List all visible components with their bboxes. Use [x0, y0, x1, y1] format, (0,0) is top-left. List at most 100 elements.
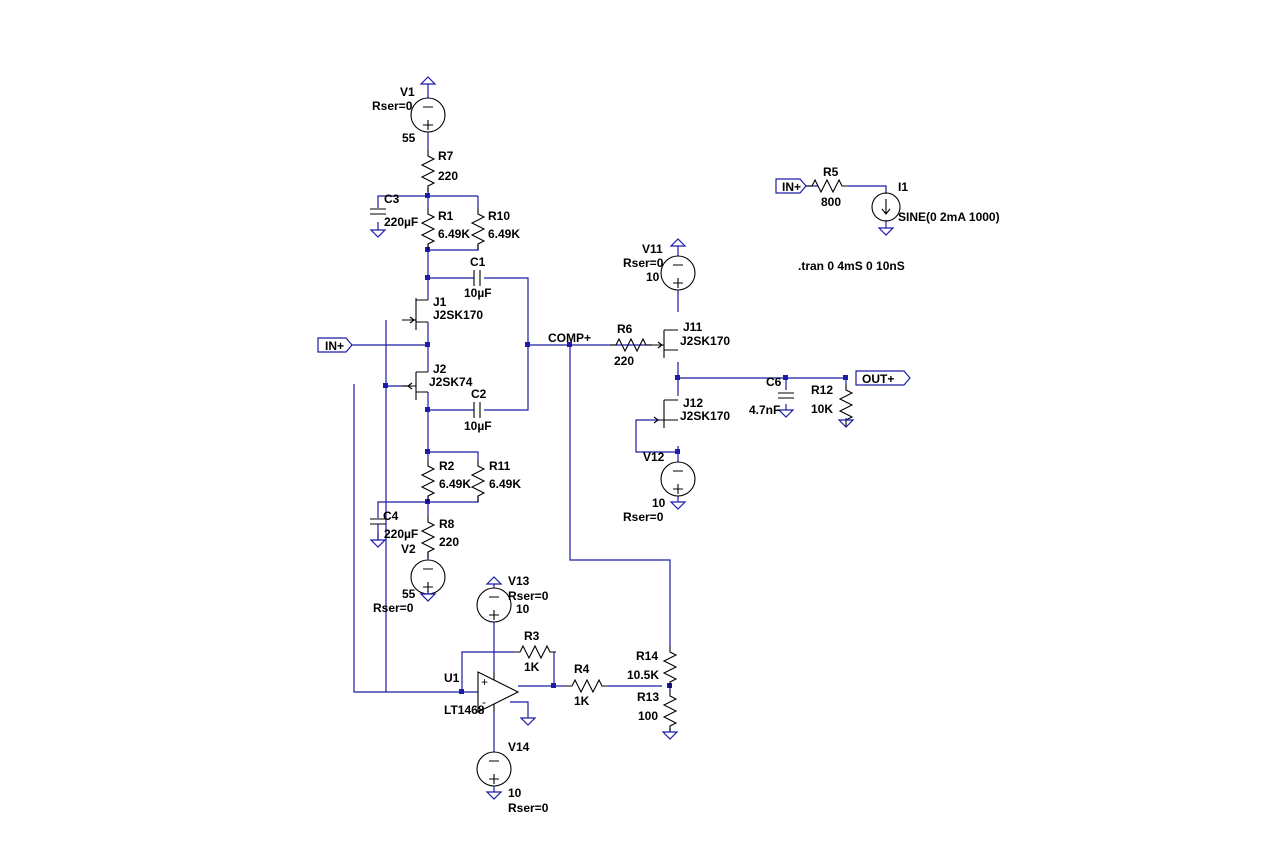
source-i1	[871, 192, 901, 236]
label-r6: R6	[617, 322, 633, 336]
label-i1: I1	[898, 180, 908, 194]
source-v1	[410, 76, 446, 133]
label-c3-value: 220µF	[384, 215, 418, 229]
jfet-j2	[402, 371, 428, 400]
label-j1-value: J2SK170	[433, 308, 483, 322]
label-r12-value: 10K	[811, 402, 833, 416]
label-r6-value: 220	[614, 354, 634, 368]
label-r12: R12	[811, 383, 833, 397]
label-j12: J12	[683, 396, 703, 410]
label-v11: V11	[642, 242, 663, 256]
svg-text:IN+: IN+	[782, 180, 801, 194]
label-r2-value: 6.49K	[439, 477, 471, 491]
label-r14-value: 10.5K	[627, 668, 659, 682]
svg-text:OUT+: OUT+	[862, 372, 894, 386]
label-c4-value: 220µF	[384, 527, 418, 541]
label-v13-rser: Rser=0	[508, 589, 549, 603]
label-c2-value: 10µF	[464, 419, 492, 433]
label-r5: R5	[823, 165, 839, 179]
label-v12-rser: Rser=0	[623, 510, 664, 524]
label-r8-value: 220	[439, 535, 459, 549]
opamp-plus-pin: +	[481, 675, 488, 689]
label-r5-value: 800	[821, 195, 841, 209]
capacitor-c6	[778, 392, 794, 399]
label-r7-value: 220	[438, 169, 458, 183]
net-label-comp-plus: COMP+	[548, 331, 591, 345]
label-v2-value: 55	[402, 587, 416, 601]
label-c1-value: 10µF	[464, 286, 492, 300]
source-v13	[476, 576, 512, 623]
label-v2-rser: Rser=0	[373, 601, 414, 615]
spice-directive: .tran 0 4mS 0 10nS	[798, 259, 905, 273]
source-v11	[660, 238, 696, 291]
net-flag-out-plus[interactable]: OUT+	[855, 370, 911, 386]
label-r4: R4	[574, 662, 590, 676]
label-r3: R3	[524, 629, 540, 643]
label-j11-value: J2SK170	[680, 334, 730, 348]
resistor-r13	[663, 689, 677, 733]
wires	[352, 84, 887, 792]
capacitors	[370, 208, 854, 740]
capacitor-c2	[473, 402, 481, 418]
label-r11-value: 6.49K	[489, 477, 521, 491]
label-c4: C4	[383, 509, 399, 523]
label-r1-value: 6.49K	[438, 227, 470, 241]
label-c6: C6	[766, 375, 782, 389]
label-r2: R2	[439, 459, 455, 473]
source-v12	[660, 461, 696, 510]
label-j11: J11	[683, 320, 703, 334]
label-c2: C2	[471, 387, 487, 401]
label-v12-value: 10	[652, 496, 666, 510]
label-j2-value: J2SK74	[429, 375, 473, 389]
label-u1-value: LT1468	[444, 703, 485, 717]
label-v12: V12	[643, 450, 665, 464]
label-v13-value: 10	[516, 602, 530, 616]
jfet-j1	[402, 298, 428, 330]
label-r7: R7	[438, 149, 454, 163]
resistor-r5	[805, 179, 849, 193]
label-j1: J1	[433, 295, 447, 309]
label-v1-value: 55	[402, 131, 416, 145]
label-v1: V1	[400, 85, 415, 99]
capacitor-c3	[370, 208, 386, 215]
net-flag-in-plus-r5[interactable]: IN+	[775, 178, 807, 194]
label-r1: R1	[438, 209, 454, 223]
resistor-r7	[421, 149, 435, 193]
opamp-minus-pin: -	[482, 695, 486, 709]
label-r11: R11	[489, 459, 511, 473]
label-v14-value: 10	[508, 786, 522, 800]
label-r4-value: 1K	[574, 694, 590, 708]
resistor-r10	[471, 207, 485, 251]
label-c3: C3	[384, 192, 400, 206]
label-c6-value: 4.7nF	[749, 403, 780, 417]
jfet-j12	[653, 399, 678, 428]
label-u1: U1	[444, 671, 460, 685]
label-i1-value: SINE(0 2mA 1000)	[898, 210, 1000, 224]
resistor-r1	[421, 207, 435, 251]
resistors	[421, 149, 853, 733]
source-v2	[410, 559, 446, 602]
svg-text:IN+: IN+	[325, 339, 344, 353]
jfet-j11	[652, 329, 678, 358]
label-v11-value: 10	[646, 270, 660, 284]
label-v2: V2	[401, 542, 416, 556]
label-v13: V13	[508, 574, 530, 588]
source-v14	[476, 751, 512, 800]
label-r3-value: 1K	[524, 660, 540, 674]
junctions	[383, 193, 848, 694]
component-labels: V1 Rser=0 55 R7 220 C3 220µF R1 6.49K R1…	[372, 85, 1000, 815]
label-r13: R13	[637, 690, 659, 704]
resistor-r14	[663, 645, 677, 689]
label-j12-value: J2SK170	[680, 409, 730, 423]
resistor-r11	[471, 459, 485, 503]
label-j2: J2	[433, 362, 447, 376]
label-r13-value: 100	[638, 709, 658, 723]
opamp-u1: + -	[477, 671, 520, 713]
net-flag-in-plus[interactable]: IN+	[317, 337, 353, 353]
label-r10-value: 6.49K	[488, 227, 520, 241]
resistor-r8	[421, 515, 435, 559]
label-r14: R14	[636, 649, 658, 663]
resistor-r3	[513, 645, 557, 659]
label-c1: C1	[470, 255, 486, 269]
